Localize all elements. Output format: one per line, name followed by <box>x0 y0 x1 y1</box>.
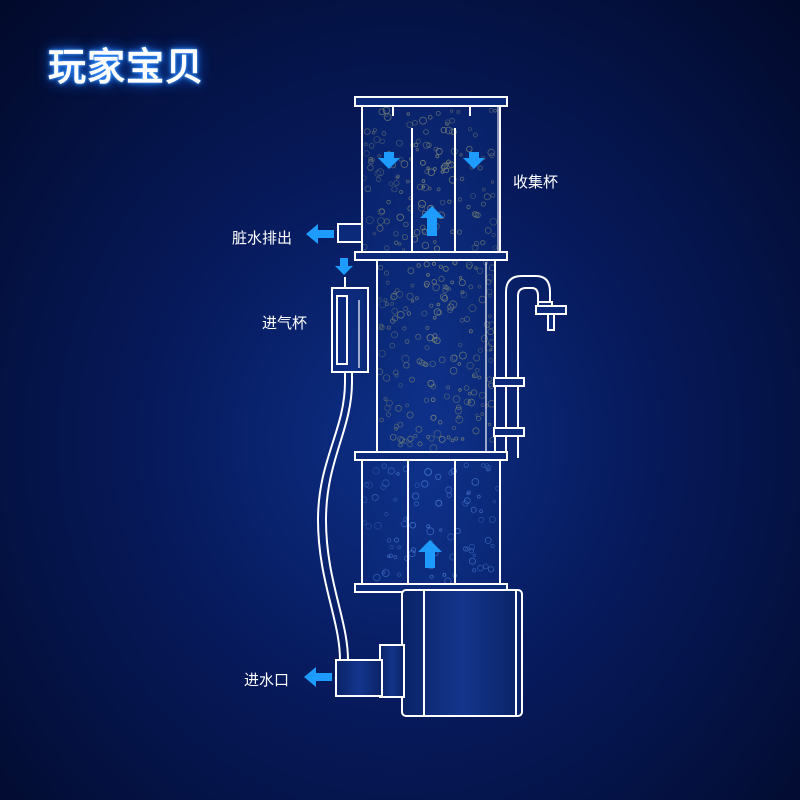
label-air-intake-cup: 进气杯 <box>262 314 308 332</box>
collection-cup <box>354 96 508 261</box>
drain-spout <box>337 223 363 243</box>
reaction-chamber <box>376 259 496 455</box>
return-tube <box>493 275 567 458</box>
label-dirty-water-outlet: 脏水排出 <box>232 229 293 247</box>
air-intake-cup <box>331 277 369 382</box>
arrow-icon <box>304 667 332 687</box>
arrow-icon <box>335 258 353 275</box>
arrow-icon <box>418 540 442 568</box>
arrow-icon <box>306 224 334 244</box>
brand-logo: 玩家宝贝 <box>48 45 205 89</box>
label-water-inlet: 进水口 <box>244 671 290 689</box>
flow-arrows <box>304 152 485 687</box>
arrow-icon <box>378 152 400 169</box>
arrow-icon <box>463 152 485 169</box>
needle-wheel-pump <box>335 589 523 717</box>
arrow-icon <box>420 206 444 236</box>
lower-chamber <box>354 451 508 593</box>
air-hose <box>316 381 353 661</box>
label-collection-cup: 收集杯 <box>513 173 559 191</box>
